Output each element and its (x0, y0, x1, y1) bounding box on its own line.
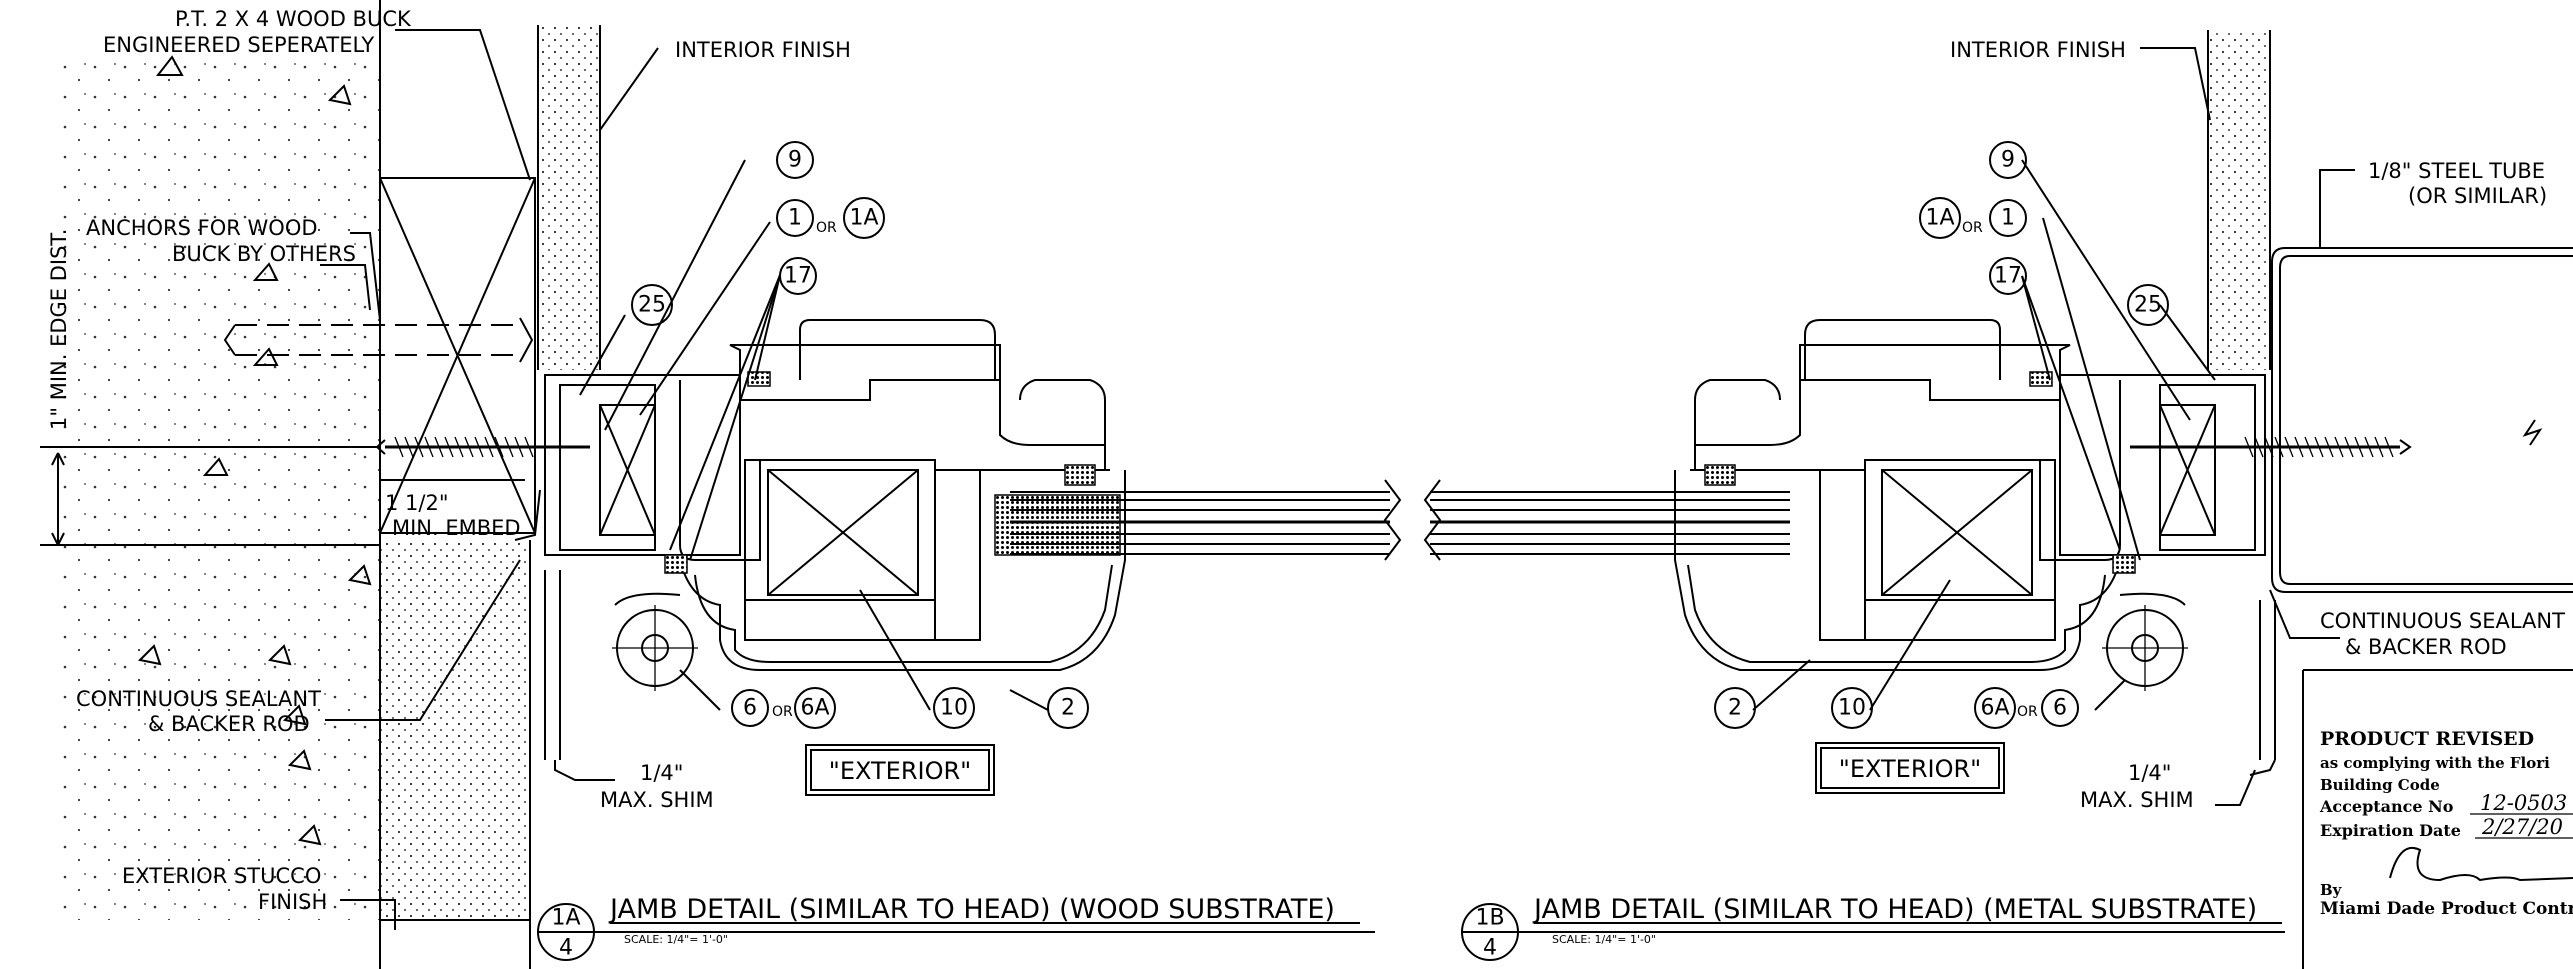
stamp-line-3: Building Code (2320, 776, 2440, 794)
right-leader-lines (1752, 47, 2355, 806)
right-tube-label-2: (OR SIMILAR) (2408, 184, 2547, 208)
left-bubble-6: 6 (743, 696, 757, 721)
right-exterior-label: "EXTERIOR" (1839, 755, 1981, 783)
right-interior-finish-label: INTERIOR FINISH (1950, 38, 2126, 62)
left-wood-buck-label-2: ENGINEERED SEPERATELY (103, 33, 374, 57)
left-edge-dist-label: 1" MIN. EDGE DIST. (47, 229, 71, 430)
left-anchors-label-2: BUCK BY OTHERS (172, 242, 356, 266)
right-bubble-17: 17 (1994, 264, 2022, 289)
left-edge-dimension (40, 446, 561, 760)
left-sealant-label-1: CONTINUOUS SEALANT (76, 687, 321, 711)
right-window-frame (1423, 319, 2266, 691)
left-callout-bubbles: 9 1 OR 1A 17 25 6 OR 6A 10 2 (631, 141, 1089, 729)
right-exterior-box: "EXTERIOR" (1815, 742, 2005, 794)
left-bubble-6a: 6A (800, 696, 829, 721)
left-detail-id: 1A (551, 906, 580, 931)
left-detail-sheet: 4 (559, 936, 573, 961)
left-interior-finish (537, 25, 601, 370)
stamp-line-5-value: 2/27/20 (2481, 815, 2563, 839)
left-detail: 9 1 OR 1A 17 25 6 OR 6A 10 2 "EXTERIOR" (40, 0, 1402, 969)
left-exterior-label: "EXTERIOR" (829, 757, 971, 785)
stamp-line-2: as complying with the Flori (2320, 754, 2550, 772)
signature-mark (2389, 847, 2573, 882)
right-callout-bubbles: 9 1A OR 1 17 25 2 10 6A OR 6 (1714, 141, 2169, 729)
right-detail-scale: SCALE: 1/4"= 1'-0" (1552, 933, 1656, 946)
left-stucco-label-2: FINISH (258, 890, 327, 914)
right-bubble-10: 10 (1838, 696, 1866, 721)
left-detail-title-text: JAMB DETAIL (SIMILAR TO HEAD) (WOOD SUBS… (608, 894, 1335, 925)
stamp-line-4-label: Acceptance No (2319, 797, 2454, 816)
right-bubble-6: 6 (2053, 696, 2067, 721)
right-bubble-1: 1 (2001, 206, 2015, 231)
right-shim-label-2: MAX. SHIM (2080, 788, 2194, 812)
left-detail-scale: SCALE: 1/4"= 1'-0" (624, 933, 728, 946)
right-tube-label-1: 1/8" STEEL TUBE (2368, 159, 2545, 183)
stamp-line-4-value: 12-0503 (2480, 791, 2567, 815)
left-wood-buck-label-1: P.T. 2 X 4 WOOD BUCK (175, 7, 412, 31)
left-embed-label-1: 1 1/2" (385, 491, 449, 515)
left-shim-label-1: 1/4" (640, 761, 683, 785)
right-detail-title-text: JAMB DETAIL (SIMILAR TO HEAD) (METAL SUB… (1532, 894, 2257, 925)
right-detail-title: 1B 4 JAMB DETAIL (SIMILAR TO HEAD) (META… (1461, 894, 2285, 961)
right-sealant-label-1: CONTINUOUS SEALANT (2320, 609, 2565, 633)
right-bubble-1a: 1A (1925, 206, 1954, 231)
right-bubble-or: OR (1962, 220, 1983, 236)
right-shim-label-1: 1/4" (2128, 761, 2171, 785)
right-bubble-9: 9 (2001, 148, 2015, 173)
left-interior-finish-label: INTERIOR FINISH (675, 38, 851, 62)
right-bubble-or-2: OR (2017, 704, 2038, 720)
right-bubble-25: 25 (2134, 293, 2162, 318)
right-detail: 9 1A OR 1 17 25 2 10 6A OR 6 "EXTERIOR" (1423, 30, 2573, 961)
approval-stamp: PRODUCT REVISED as complying with the Fl… (2302, 669, 2573, 969)
left-bubble-2: 2 (1061, 696, 1075, 721)
left-bubble-or: OR (816, 220, 837, 236)
left-detail-title: 1A 4 JAMB DETAIL (SIMILAR TO HEAD) (WOOD… (537, 894, 1375, 961)
right-bubble-6a: 6A (1980, 696, 2009, 721)
right-sealant-label-2: & BACKER ROD (2345, 635, 2507, 659)
left-bubble-9: 9 (788, 148, 802, 173)
left-stucco-label-1: EXTERIOR STUCCO (122, 864, 321, 888)
left-exterior-box: "EXTERIOR" (805, 744, 995, 796)
left-anchors-label-1: ANCHORS FOR WOOD (86, 216, 318, 240)
left-leader-lines (320, 29, 1049, 930)
right-detail-sheet: 4 (1483, 936, 1497, 961)
stamp-line-5-label: Expiration Date (2320, 821, 2461, 840)
right-bubble-2: 2 (1728, 696, 1742, 721)
left-bubble-1a: 1A (849, 206, 878, 231)
stamp-line-6: By (2320, 881, 2343, 899)
left-embed-label-2: MIN. EMBED (392, 516, 521, 540)
right-anchor-screw (2130, 436, 2412, 458)
right-detail-id: 1B (1475, 906, 1504, 931)
left-sealant-label-2: & BACKER ROD (148, 712, 310, 736)
left-window-frame (544, 319, 1402, 691)
left-bubble-25: 25 (638, 293, 666, 318)
left-concrete-substrate (60, 0, 531, 969)
left-anchor-screw (223, 317, 590, 458)
left-bubble-1: 1 (788, 206, 802, 231)
left-bubble-or-2: OR (772, 704, 793, 720)
left-bubble-10: 10 (940, 696, 968, 721)
right-steel-tube (2249, 247, 2573, 776)
left-bubble-17: 17 (784, 264, 812, 289)
stamp-line-7: Miami Dade Product Contr (2320, 899, 2573, 919)
right-interior-finish (2207, 30, 2271, 370)
left-shim-label-2: MAX. SHIM (600, 788, 714, 812)
stamp-line-1: PRODUCT REVISED (2320, 728, 2534, 750)
